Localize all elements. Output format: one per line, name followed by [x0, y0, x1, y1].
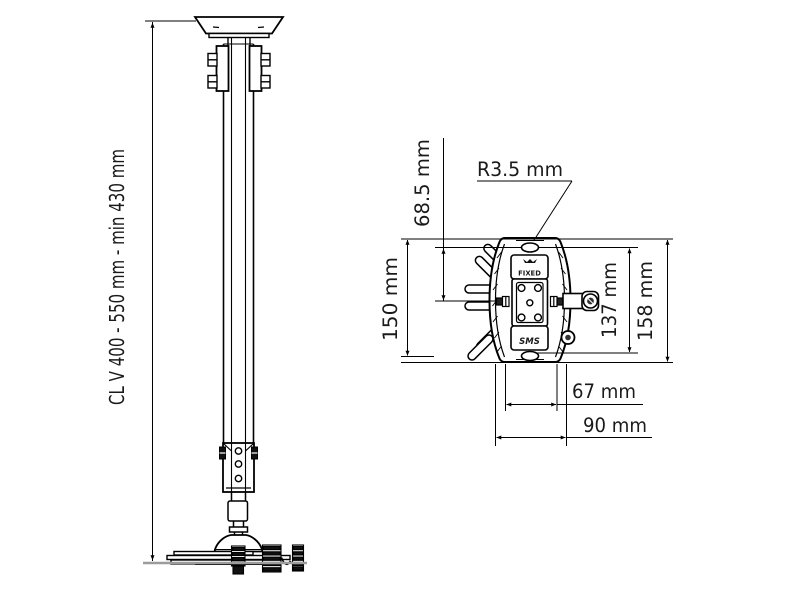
vogels-logo-mark	[523, 259, 537, 263]
detail-view-figure: FIXED SMS	[401, 138, 673, 446]
dim-150-label: 150 mm	[379, 257, 402, 341]
mounting-pole	[222, 38, 255, 443]
dim-68-5-label: 68.5 mm	[411, 139, 434, 227]
detail-dimensions	[405, 138, 670, 440]
radius-callout	[477, 180, 573, 242]
swivel-joint	[227, 492, 249, 535]
projector-bracket-side	[166, 534, 305, 575]
labels: CL V 400 - 550 mm - min 430 mm R3.5 mm 6…	[105, 139, 657, 437]
height-dimension-label: CL V 400 - 550 mm - min 430 mm	[105, 149, 129, 405]
spacer-bolt-b	[261, 544, 282, 573]
height-dimension	[145, 20, 196, 561]
dim-90-label: 90 mm	[583, 414, 647, 437]
right-side-screw	[549, 295, 564, 308]
bracket-bolts	[207, 52, 271, 89]
fixed-plate: FIXED	[510, 254, 549, 280]
pole-bracket	[207, 45, 271, 92]
height-clamp	[219, 442, 258, 493]
dim-137-label: 137 mm	[598, 262, 621, 338]
fixed-plate-label: FIXED	[518, 270, 541, 278]
right-arm	[562, 290, 600, 312]
spacer-bolt-a	[230, 545, 246, 575]
spacer-bolt-c	[291, 544, 305, 572]
mount-slot-bottom	[520, 350, 540, 362]
dim-158-label: 158 mm	[634, 261, 657, 341]
brand-plate: SMS	[510, 325, 549, 351]
mount-slot-top	[520, 242, 540, 253]
left-side-screw	[495, 295, 510, 308]
interface-plate	[511, 278, 549, 327]
side-view-figure	[143, 16, 307, 575]
lower-ring-screw	[560, 330, 576, 345]
brand-plate-label: SMS	[519, 337, 540, 347]
ceiling-plate	[193, 16, 285, 46]
dim-67-label: 67 mm	[572, 380, 636, 403]
radius-label: R3.5 mm	[477, 158, 563, 181]
